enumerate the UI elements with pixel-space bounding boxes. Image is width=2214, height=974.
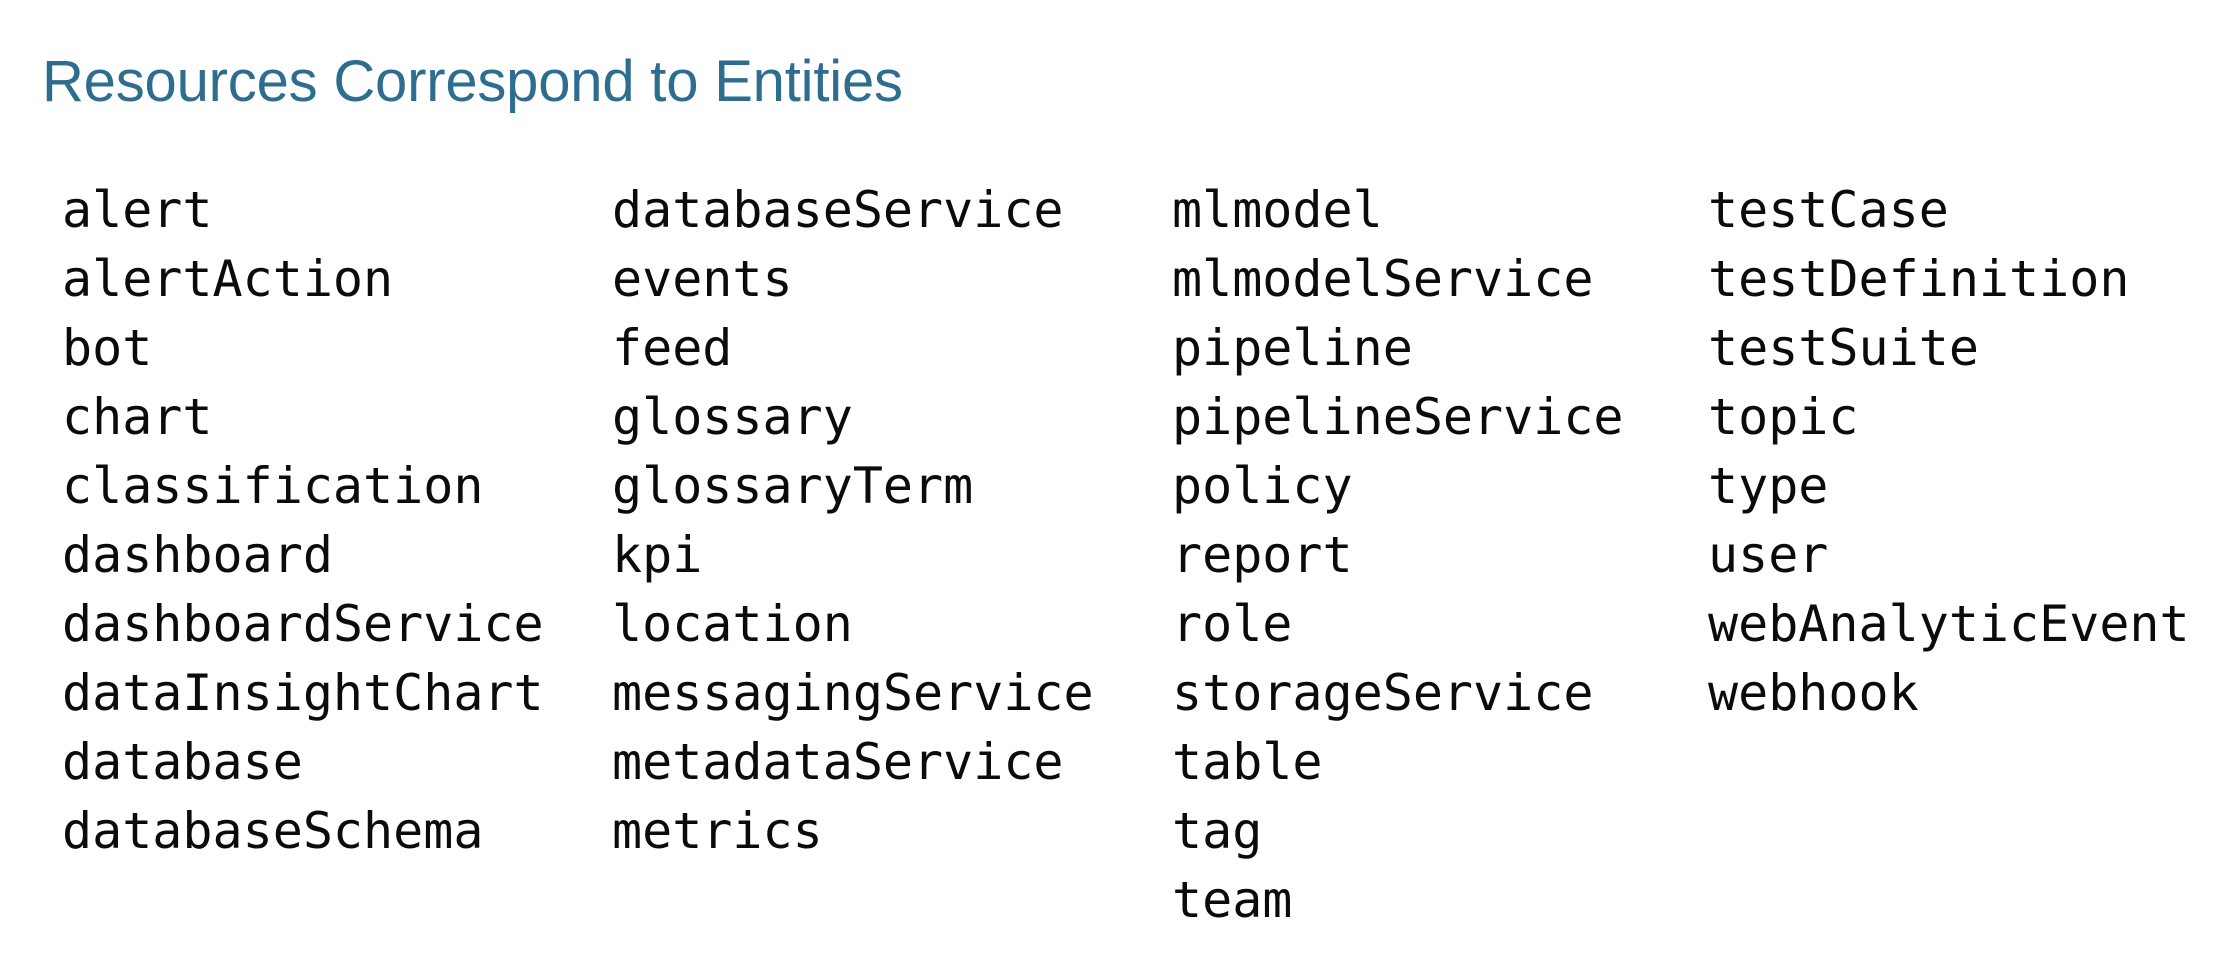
entity-name: metrics: [612, 802, 823, 860]
entity-name: events: [612, 250, 793, 308]
entity-name: pipelineService: [1172, 388, 1624, 446]
entity-name: tag: [1172, 802, 1263, 860]
entity-name: pipeline: [1172, 319, 1413, 377]
entity-name: role: [1172, 595, 1293, 653]
entity-name: glossary: [612, 388, 853, 446]
entity-name: alertAction: [62, 250, 394, 308]
entity-name: mlmodel: [1172, 181, 1383, 239]
entity-name: policy: [1172, 457, 1353, 515]
entity-name: database: [62, 733, 303, 791]
entity-name: topic: [1708, 388, 1859, 446]
entity-column-4: testCase testDefinition testSuite topic type…: [1708, 176, 2190, 728]
entity-column-2: databaseService events feed glossary glossar…: [612, 176, 1094, 866]
entity-name: testSuite: [1708, 319, 1979, 377]
entity-name: testCase: [1708, 181, 1949, 239]
entity-name: chart: [62, 388, 213, 446]
entity-column-1: alert alertAction bot chart classification da…: [62, 176, 544, 866]
entity-name: webAnalyticEvent: [1708, 595, 2190, 653]
entity-name: kpi: [612, 526, 703, 584]
entity-name: mlmodelService: [1172, 250, 1594, 308]
entity-name: storageService: [1172, 664, 1594, 722]
entity-name: report: [1172, 526, 1353, 584]
entity-name: dashboard: [62, 526, 333, 584]
entity-name: glossaryTerm: [612, 457, 974, 515]
entity-name: dashboardService: [62, 595, 544, 653]
entity-name: bot: [62, 319, 153, 377]
entity-name: databaseSchema: [62, 802, 484, 860]
entity-name: location: [612, 595, 853, 653]
entity-name: table: [1172, 733, 1323, 791]
page-title: Resources Correspond to Entities: [42, 48, 903, 114]
entity-name: messagingService: [612, 664, 1094, 722]
entity-name: feed: [612, 319, 733, 377]
entity-name: metadataService: [612, 733, 1064, 791]
entity-name: team: [1172, 871, 1293, 929]
entity-name: databaseService: [612, 181, 1064, 239]
entity-name: alert: [62, 181, 213, 239]
entity-name: type: [1708, 457, 1829, 515]
entity-name: testDefinition: [1708, 250, 2130, 308]
entity-name: classification: [62, 457, 484, 515]
entity-column-3: mlmodel mlmodelService pipeline pipelineSer…: [1172, 176, 1624, 935]
entity-name: user: [1708, 526, 1829, 584]
entity-name: dataInsightChart: [62, 664, 544, 722]
entity-name: webhook: [1708, 664, 1919, 722]
